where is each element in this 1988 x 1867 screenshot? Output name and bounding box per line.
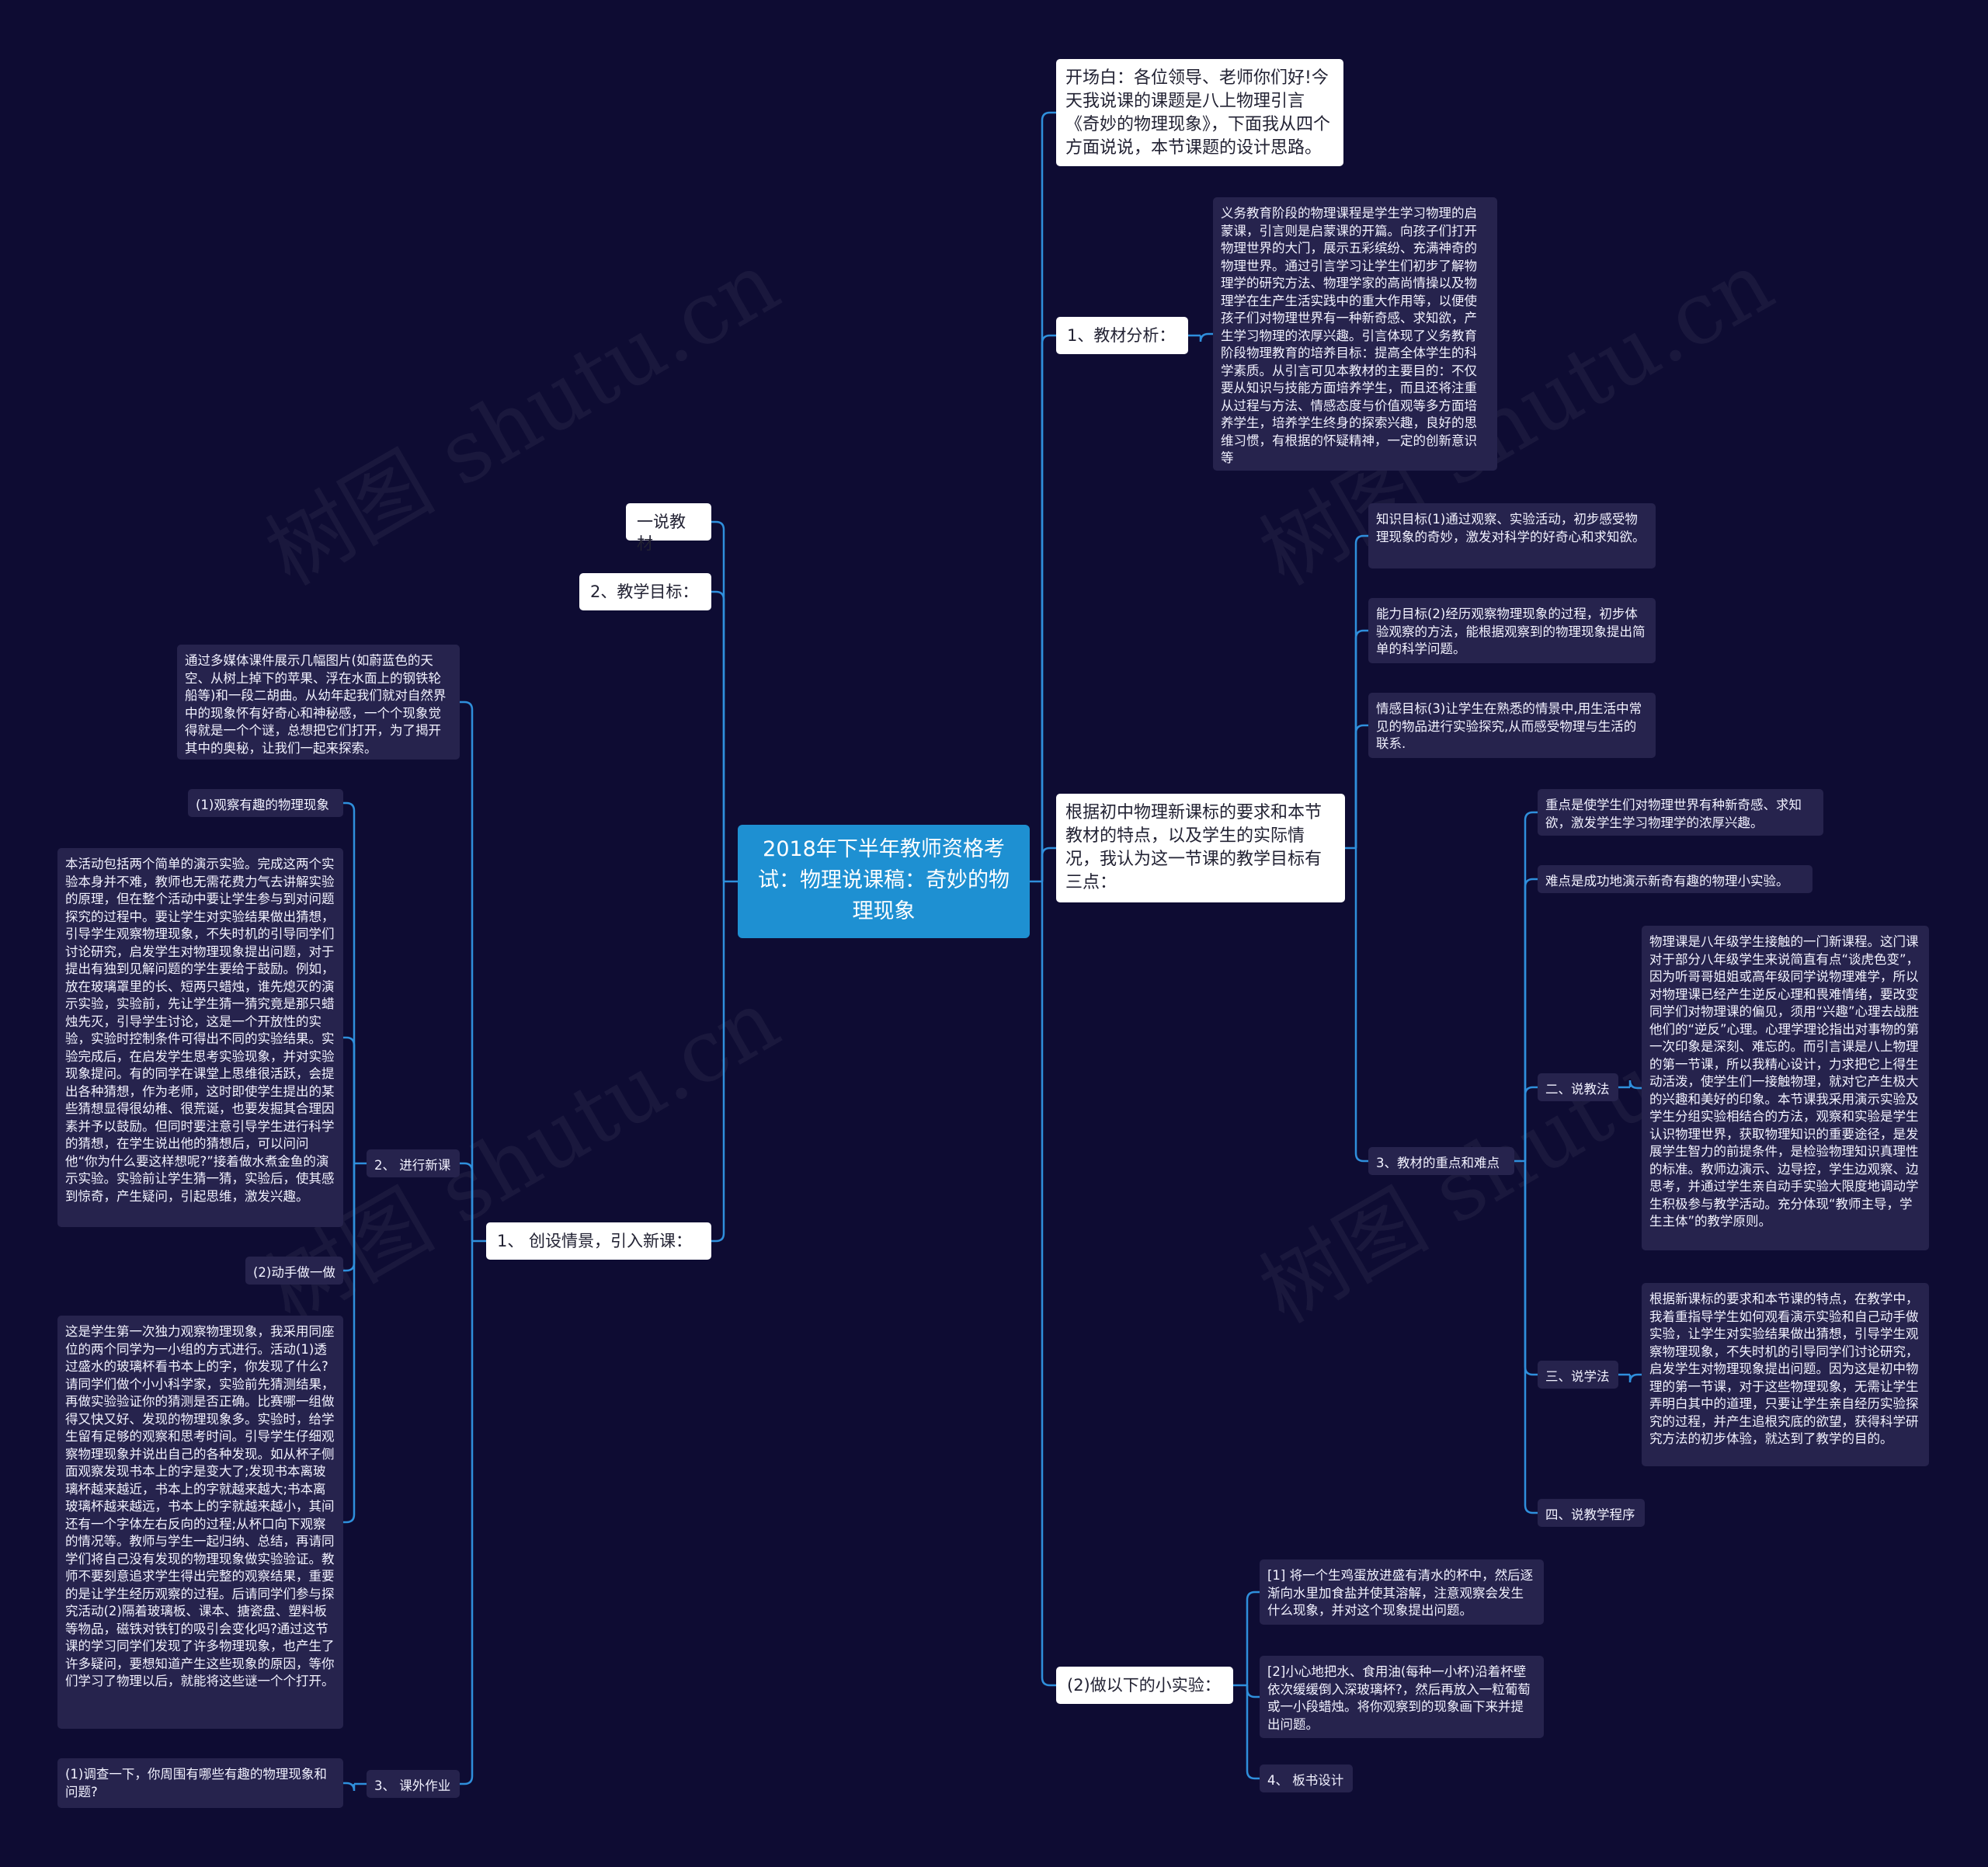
objectives-link bbox=[1354, 848, 1368, 1163]
keypoints-link bbox=[1524, 1086, 1538, 1161]
scene-link bbox=[460, 701, 474, 1241]
newlesson-link bbox=[343, 1163, 356, 1524]
experiments-link bbox=[1246, 1685, 1260, 1780]
scene-link bbox=[460, 1162, 474, 1241]
homework-detail: (1)调查一下，你周围有哪些有趣的物理现象和问题? bbox=[57, 1758, 343, 1808]
analysis-link bbox=[1199, 332, 1213, 342]
keypoints-link bbox=[1524, 1161, 1538, 1376]
root-right-link bbox=[1041, 847, 1056, 881]
objectives-link bbox=[1354, 534, 1368, 848]
homework-node[interactable]: 3、 课外作业 bbox=[367, 1770, 460, 1798]
teaching-procedure-node[interactable]: 四、说教学程序 bbox=[1538, 1499, 1645, 1527]
objectives-link bbox=[1354, 724, 1368, 848]
teaching-method-detail: 物理课是八年级学生接触的一门新课程。这门课对于部分八年级学生来说简直有点“谈虎色… bbox=[1642, 926, 1929, 1250]
newlesson-link bbox=[343, 801, 356, 1163]
material-node[interactable]: 一说教材 bbox=[626, 503, 711, 553]
root-left-link bbox=[711, 520, 725, 881]
root-left-link bbox=[711, 590, 725, 881]
scene-node[interactable]: 1、 创设情景，引入新课： bbox=[486, 1222, 711, 1260]
objectives-node[interactable]: 根据初中物理新课标的要求和本节教材的特点，以及学生的实际情况，我认为这一节课的教… bbox=[1056, 794, 1345, 902]
hands-on-node[interactable]: (2)动手做一做 bbox=[245, 1257, 343, 1285]
material-analysis-node[interactable]: 1、教材分析： bbox=[1056, 317, 1188, 354]
root-left-link bbox=[711, 881, 725, 1243]
observe-node[interactable]: (1)观察有趣的物理现象 bbox=[188, 789, 343, 817]
scene-link bbox=[460, 1241, 474, 1785]
homework-link bbox=[343, 1782, 356, 1792]
keypoints-link bbox=[1524, 878, 1538, 1161]
root-right-link bbox=[1041, 881, 1056, 1687]
board-design-node[interactable]: 4、 板书设计 bbox=[1260, 1764, 1353, 1792]
method-link bbox=[1628, 1080, 1642, 1090]
study-method-detail: 根据新课标的要求和本节课的特点，在教学中，我着重指导学生如何观看演示实验和自己动… bbox=[1642, 1283, 1929, 1466]
key-difficult: 难点是成功地演示新奇有趣的物理小实验。 bbox=[1538, 865, 1812, 893]
keypoints-link bbox=[1524, 1161, 1538, 1514]
newlesson-link bbox=[343, 1163, 356, 1272]
objectives-link bbox=[1354, 629, 1368, 848]
material-analysis-detail: 义务教育阶段的物理课程是学生学习物理的启蒙课，引言则是启蒙课的开篇。向孩子们打开… bbox=[1213, 197, 1497, 471]
opening-node[interactable]: 开场白：各位领导、老师你们好!今天我说课的课题是八上物理引言《奇妙的物理现象》，… bbox=[1056, 59, 1343, 166]
root-right-link bbox=[1041, 334, 1056, 881]
study-method-node[interactable]: 三、说学法 bbox=[1538, 1361, 1618, 1389]
observe-detail: 本活动包括两个简单的演示实验。完成这两个实验本身并不难，教师也无需花费力气去讲解… bbox=[57, 848, 343, 1227]
teaching-goal-node[interactable]: 2、教学目标： bbox=[579, 573, 711, 610]
study-link bbox=[1628, 1373, 1642, 1383]
experiment-egg: [1] 将一个生鸡蛋放进盛有清水的杯中，然后逐渐向水里加食盐并使其溶解，注意观察… bbox=[1260, 1559, 1544, 1625]
key-important: 重点是使学生们对物理世界有种新奇感、求知欲，激发学生学习物理学的浓厚兴趣。 bbox=[1538, 789, 1823, 836]
experiments-node[interactable]: (2)做以下的小实验： bbox=[1056, 1667, 1233, 1704]
objective-emotion: 情感目标(3)让学生在熟悉的情景中,用生活中常见的物品进行实验探究,从而感受物理… bbox=[1368, 693, 1656, 758]
key-points-node[interactable]: 3、教材的重点和难点 bbox=[1368, 1147, 1514, 1175]
hands-on-detail: 这是学生第一次独力观察物理现象，我采用同座位的两个同学为一小组的方式进行。活动(… bbox=[57, 1316, 343, 1729]
objective-knowledge: 知识目标(1)通过观察、实验活动，初步感受物理现象的奇妙，激发对科学的好奇心和求… bbox=[1368, 503, 1656, 568]
experiment-oil: [2]小心地把水、食用油(每种一小杯)沿着杯壁依次缓缓倒入深玻璃杯?，然后再放入… bbox=[1260, 1656, 1544, 1738]
experiments-link bbox=[1246, 1685, 1260, 1698]
newlesson-link bbox=[343, 1036, 356, 1163]
root-topic[interactable]: 2018年下半年教师资格考试：物理说课稿：奇妙的物理现象 bbox=[738, 825, 1030, 938]
keypoints-link bbox=[1524, 811, 1538, 1161]
root-right-link bbox=[1041, 111, 1056, 881]
scene-intro-detail: 通过多媒体课件展示几幅图片(如蔚蓝色的天空、从树上掉下的苹果、浮在水面上的钢铁轮… bbox=[177, 645, 460, 760]
experiments-link bbox=[1246, 1591, 1260, 1685]
teaching-method-node[interactable]: 二、说教法 bbox=[1538, 1073, 1618, 1101]
objective-ability: 能力目标(2)经历观察物理现象的过程，初步体验观察的方法，能根据观察到的物理现象… bbox=[1368, 598, 1656, 663]
new-lesson-node[interactable]: 2、 进行新课 bbox=[367, 1149, 460, 1177]
